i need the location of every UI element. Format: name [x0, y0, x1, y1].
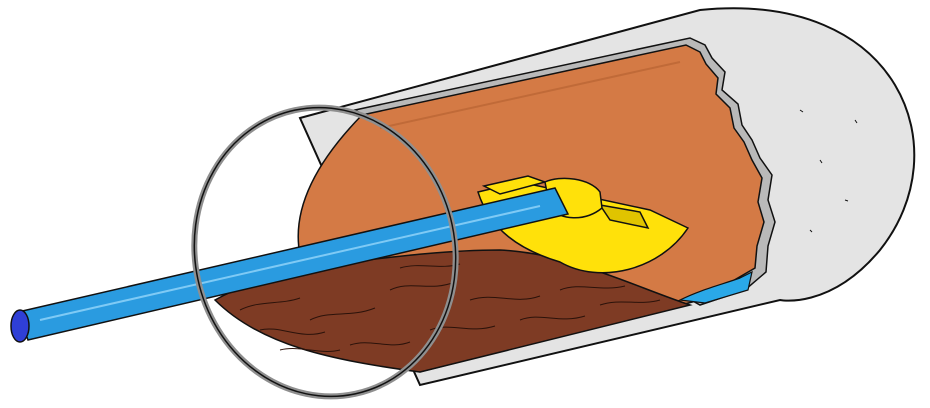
cable-end-cap — [11, 310, 29, 342]
